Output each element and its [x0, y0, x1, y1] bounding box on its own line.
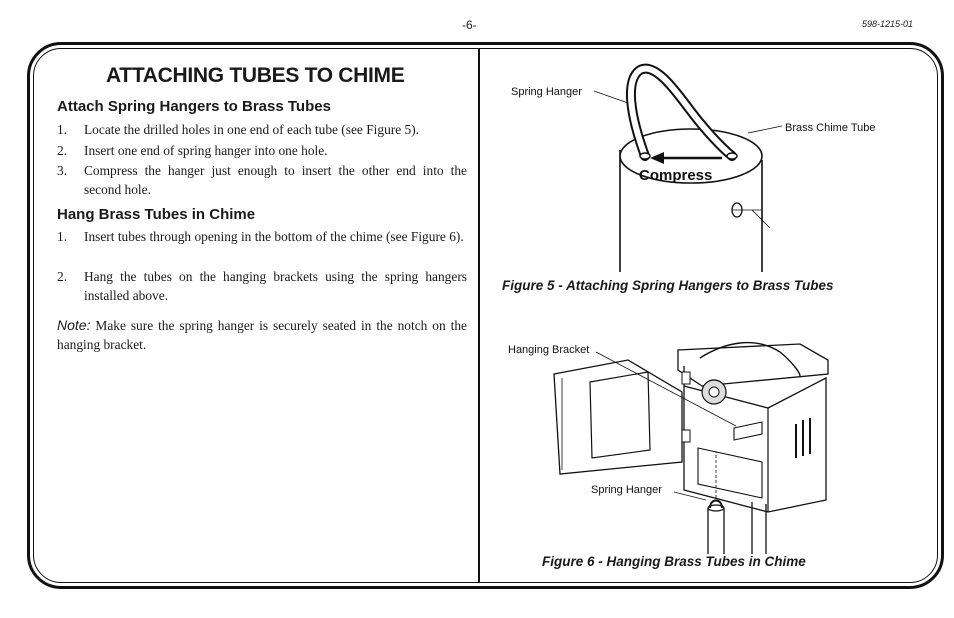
- list-item: 2. Hang the tubes on the hanging bracket…: [57, 268, 467, 305]
- step-text: Insert one end of spring hanger into one…: [84, 143, 328, 158]
- label-compress: Compress: [639, 167, 712, 184]
- tube-top-rim: [619, 128, 763, 184]
- label-spring-hanger: Spring Hanger: [511, 86, 582, 98]
- step-text: Locate the drilled holes in one end of e…: [84, 122, 420, 137]
- label-brass-chime-tube: Brass Chime Tube: [785, 122, 875, 134]
- tube-right: [751, 502, 767, 554]
- document-number: 598-1215-01: [862, 19, 914, 29]
- label-hanging-bracket: Hanging Bracket: [508, 344, 589, 356]
- figure-6-illustration: Hanging Bracket Spring Hanger: [508, 341, 829, 554]
- hanging-bracket: [733, 421, 763, 441]
- page-frame-inner: [33, 48, 938, 583]
- step-number: 1.: [57, 122, 68, 137]
- column-divider: [478, 49, 480, 582]
- page-frame-outer: [27, 42, 944, 589]
- note-paragraph: Note: Make sure the spring hanger is sec…: [57, 317, 467, 354]
- tube-body: [619, 150, 763, 272]
- step-number: 1.: [57, 229, 68, 244]
- step-text: Hang the tubes on the hanging brackets u…: [84, 269, 467, 303]
- list-item: 1. Insert tubes through opening in the b…: [57, 228, 467, 247]
- list-item: 3. Compress the hanger just enough to in…: [57, 162, 467, 199]
- step-text: Insert tubes through opening in the bott…: [84, 229, 464, 244]
- list-item: 1. Locate the drilled holes in one end o…: [57, 121, 467, 140]
- step-number: 2.: [57, 269, 68, 284]
- page-number: -6-: [462, 18, 477, 32]
- step-number: 3.: [57, 163, 68, 178]
- step-text: Compress the hanger just enough to inser…: [84, 163, 467, 197]
- step-number: 2.: [57, 143, 68, 158]
- note-label: Note:: [57, 317, 91, 333]
- section-heading-attach: Attach Spring Hangers to Brass Tubes: [57, 98, 331, 115]
- tube-left: [707, 508, 725, 554]
- figure-5-caption: Figure 5 - Attaching Spring Hangers to B…: [502, 278, 834, 293]
- label-spring-hanger-fig6: Spring Hanger: [591, 484, 662, 496]
- figure-5-illustration: Spring Hanger Brass Chime Tube Compress: [511, 63, 875, 272]
- page-title: ATTACHING TUBES TO CHIME: [106, 64, 405, 87]
- figure-6-caption: Figure 6 - Hanging Brass Tubes in Chime: [542, 554, 806, 569]
- chime-top: [677, 343, 829, 387]
- note-text: Make sure the spring hanger is securely …: [57, 318, 467, 352]
- section-heading-hang: Hang Brass Tubes in Chime: [57, 206, 256, 223]
- list-item: 2. Insert one end of spring hanger into …: [57, 142, 467, 161]
